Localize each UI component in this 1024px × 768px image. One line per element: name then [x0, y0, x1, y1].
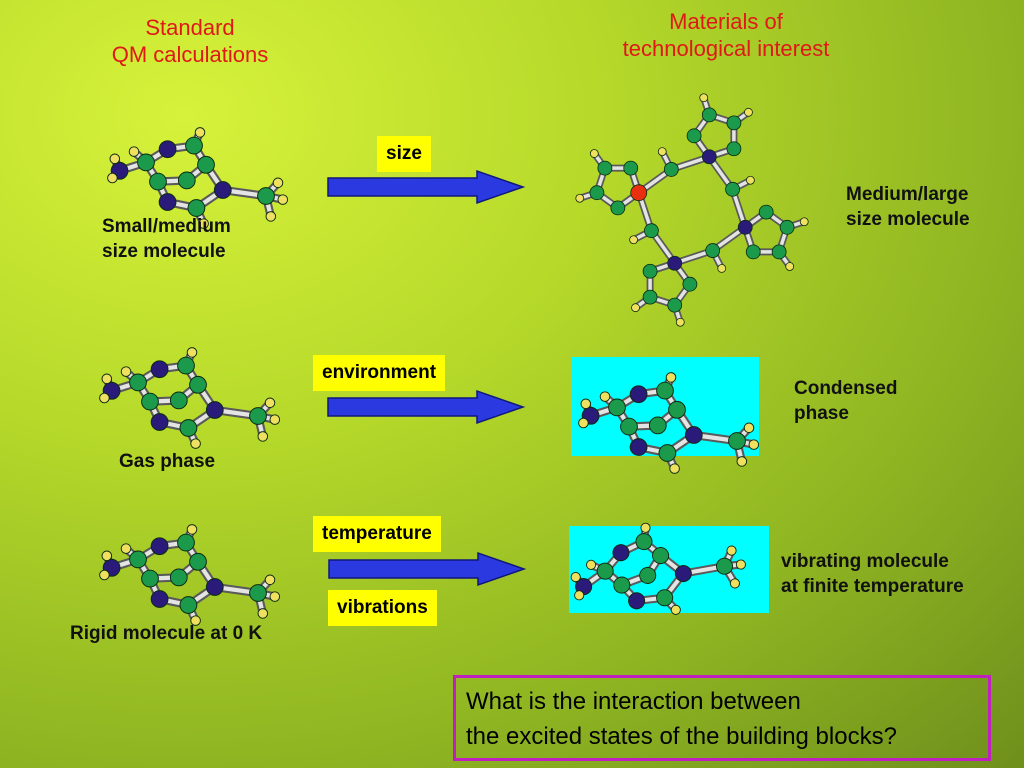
header-standard-line2: QM calculations — [111, 42, 269, 67]
label-small-medium-line1: Small/medium — [102, 216, 231, 237]
label-small-medium-line2: size molecule — [102, 241, 226, 262]
tag-vibrations: vibrations — [328, 590, 437, 626]
vibrating-box — [569, 522, 769, 615]
header-materials-line2: technological interest — [622, 36, 830, 61]
arrow-environment — [327, 389, 526, 425]
molecule-rigid — [99, 524, 281, 626]
condensed-phase-box — [571, 357, 760, 474]
molecule-condensed — [578, 372, 760, 474]
molecule-vibrating — [570, 522, 746, 615]
question-box: What is the interaction between the exci… — [453, 675, 991, 761]
label-vibrating-line2: at finite temperature — [781, 576, 964, 597]
question-line2: the excited states of the building block… — [466, 723, 897, 750]
label-small-medium: Small/medium size molecule — [102, 214, 231, 264]
tag-size: size — [377, 136, 431, 172]
header-standard-line1: Standard — [145, 15, 235, 40]
label-condensed-line1: Condensed — [794, 378, 898, 399]
label-medium-large: Medium/large size molecule — [846, 182, 970, 232]
molecule-small-1 — [107, 127, 289, 229]
label-medium-large-line1: Medium/large — [846, 184, 969, 205]
label-vibrating-line1: vibrating molecule — [781, 551, 949, 572]
tag-temperature: temperature — [313, 516, 441, 552]
question-line1: What is the interaction between — [466, 688, 801, 715]
tag-environment: environment — [313, 355, 446, 391]
arrow-temperature — [328, 551, 527, 587]
arrow-size — [327, 169, 526, 205]
label-gas-phase: Gas phase — [119, 451, 216, 472]
label-condensed: Condensed phase — [794, 376, 897, 426]
porphyrin-molecule — [575, 93, 809, 327]
label-condensed-line2: phase — [794, 403, 849, 424]
header-materials-line1: Materials of — [669, 9, 783, 34]
header-materials: Materials of technological interest — [596, 8, 856, 62]
molecule-gas-phase — [99, 347, 281, 449]
label-rigid: Rigid molecule at 0 K — [70, 623, 263, 644]
label-medium-large-line2: size molecule — [846, 209, 970, 230]
label-vibrating: vibrating molecule at finite temperature — [781, 549, 964, 599]
header-standard-qm: Standard QM calculations — [90, 14, 290, 68]
